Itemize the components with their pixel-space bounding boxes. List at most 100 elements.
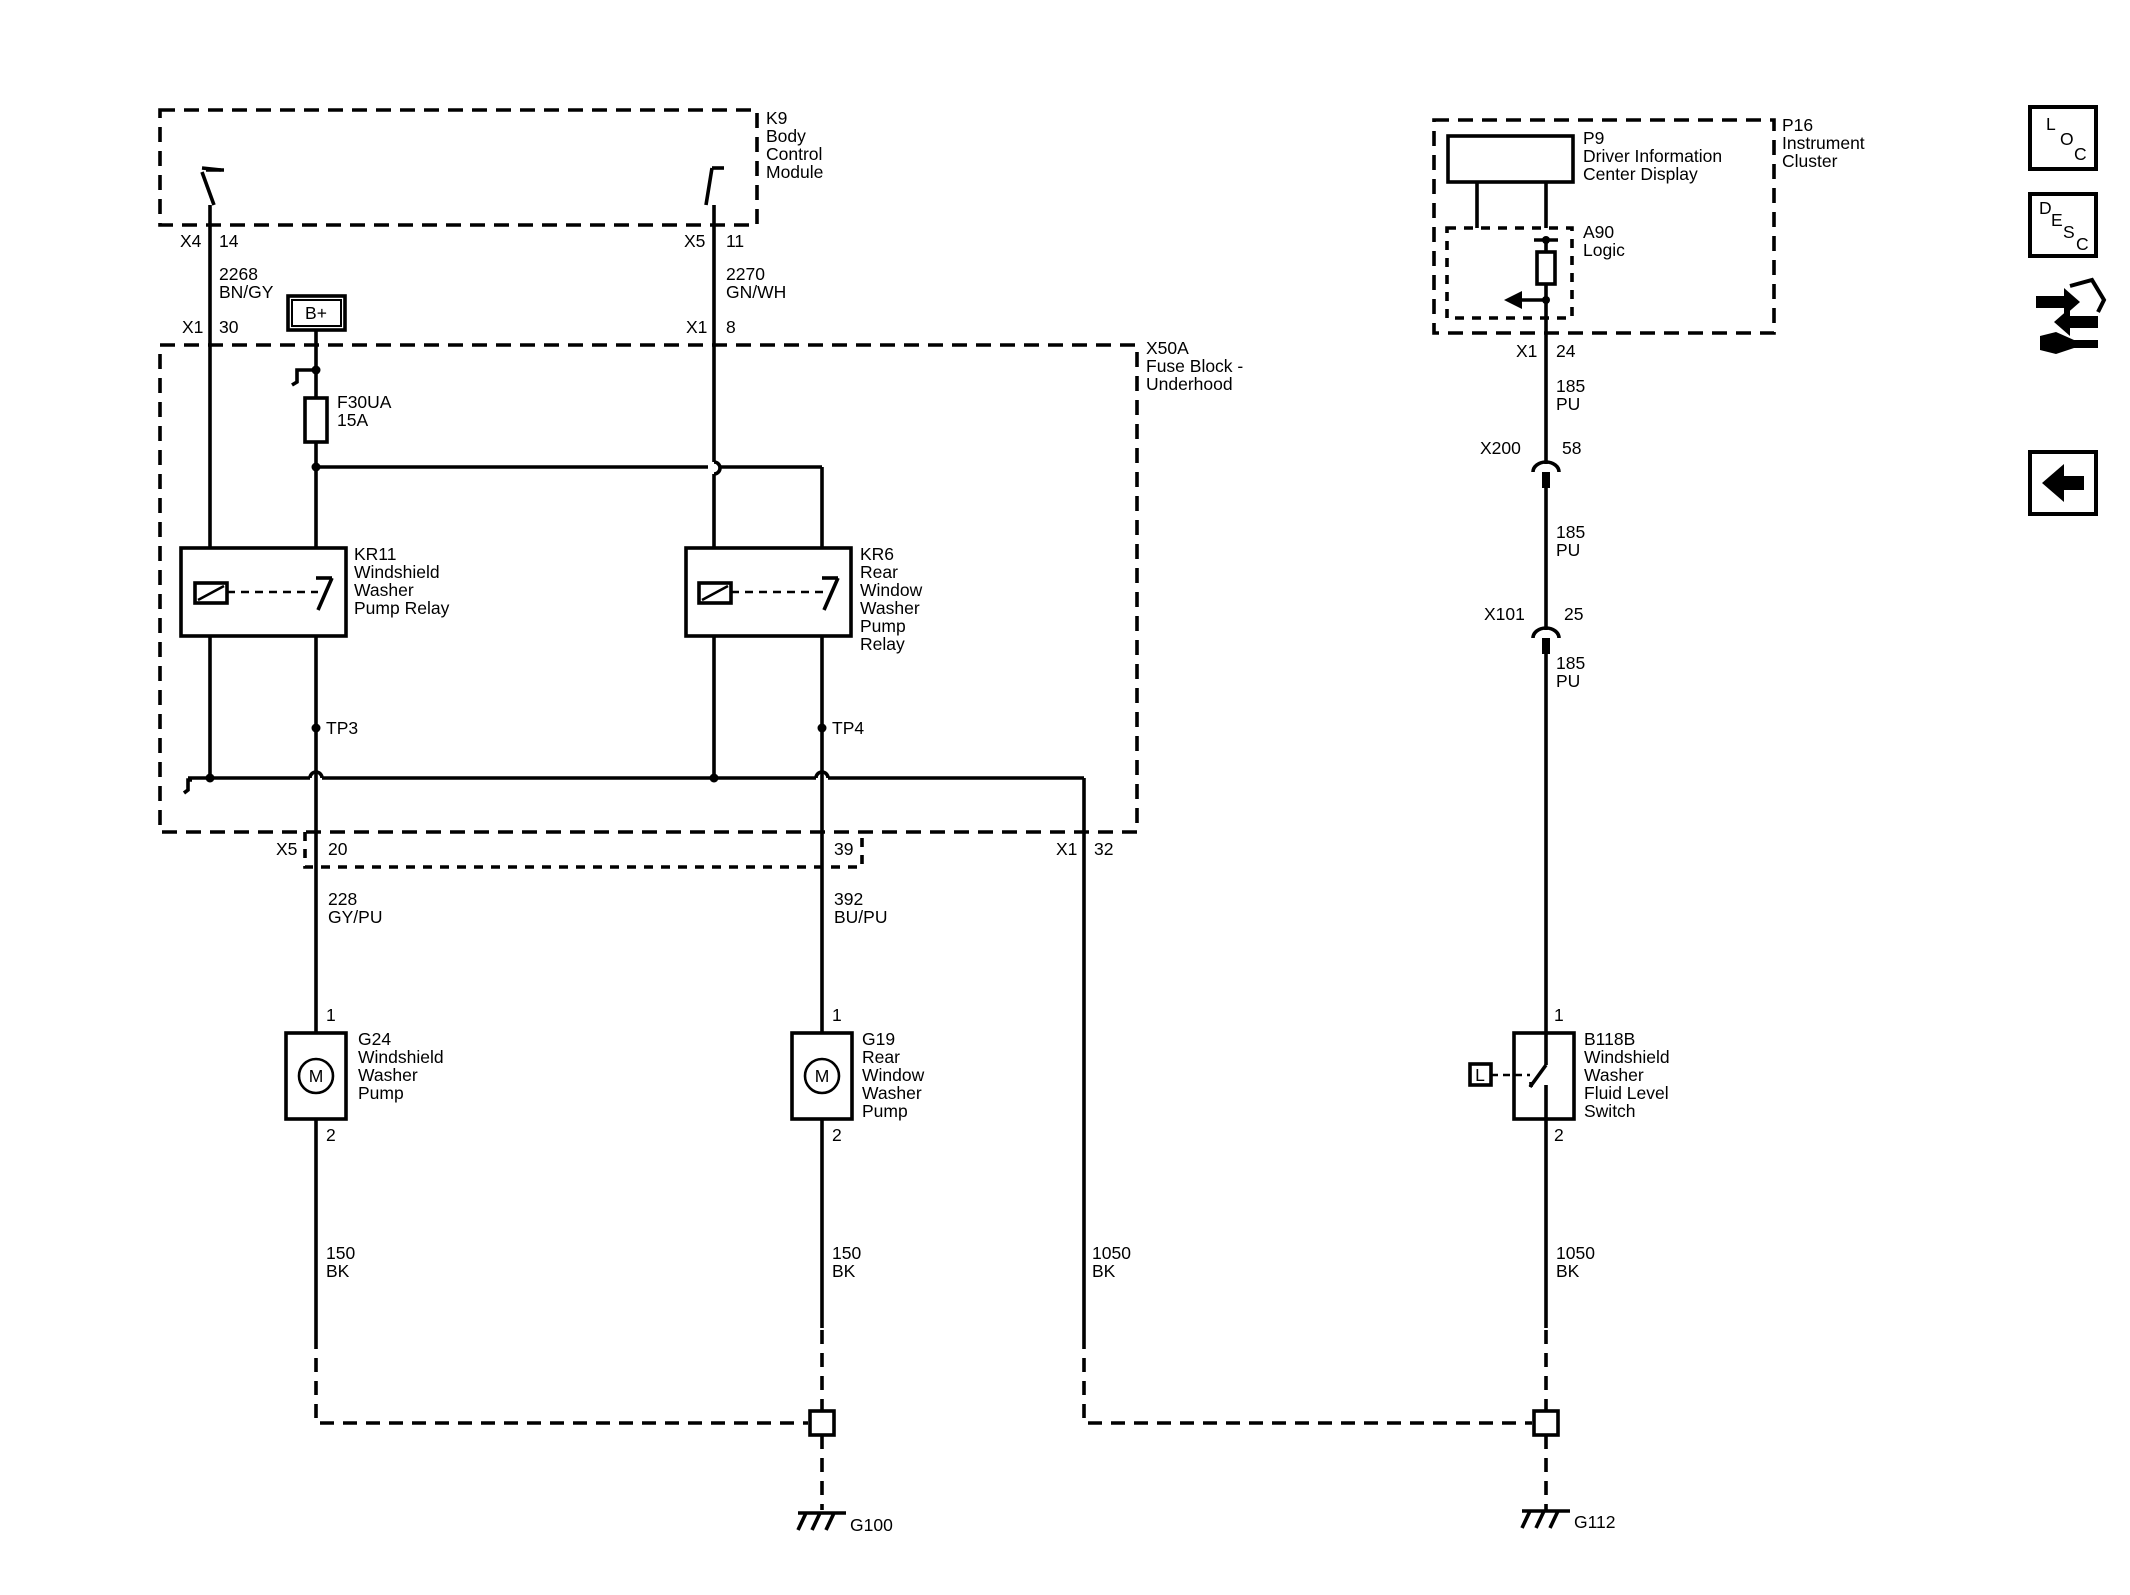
inline-connector-x101 <box>1531 626 1561 654</box>
g19-pin-1: 1 <box>832 1005 842 1025</box>
b118b-label-2: Washer <box>1584 1065 1644 1085</box>
ground-path-g100 <box>314 1335 808 1425</box>
g19-label-1: Rear <box>862 1047 900 1067</box>
k9-pin-11: 11 <box>726 231 744 251</box>
desc-letter-1: D <box>2039 198 2052 218</box>
wire-150a-circuit: 150 <box>326 1243 355 1263</box>
k9-label-1: Body <box>766 126 806 146</box>
ground-splice-g112 <box>1532 1409 1560 1437</box>
wire-185c-circuit: 185 <box>1556 653 1585 673</box>
back-arrow-icon <box>2042 464 2084 502</box>
g24-motor-symbol: M <box>309 1066 324 1086</box>
x5-conn-label: X5 <box>276 839 297 859</box>
tp4-label: TP4 <box>832 718 864 738</box>
p9-ref: P9 <box>1583 128 1604 148</box>
b118b-pin-1: 1 <box>1554 1005 1564 1025</box>
k9-body-control-module: K9 Body Control Module <box>158 108 823 227</box>
fuse-ref: F30UA <box>337 392 392 412</box>
back-button[interactable] <box>2028 450 2098 516</box>
x5-pin-20: 20 <box>328 839 348 859</box>
kr11-label-2: Washer <box>354 580 414 600</box>
k9-label-2: Control <box>766 144 822 164</box>
x200-pin-58: 58 <box>1562 438 1581 458</box>
desc-letter-4: C <box>2076 234 2089 254</box>
kr11-ref: KR11 <box>354 544 396 564</box>
fuse-f30ua <box>303 396 329 444</box>
x200-conn: X200 <box>1480 438 1521 458</box>
wire-1050b-circuit: 1050 <box>1556 1243 1595 1263</box>
g19-motor-symbol: M <box>815 1066 830 1086</box>
b118b-label-3: Fluid Level <box>1584 1083 1669 1103</box>
g24-label-1: Windshield <box>358 1047 444 1067</box>
location-button[interactable]: L O C <box>2028 105 2098 171</box>
p9-label-1: Driver Information <box>1583 146 1722 166</box>
b118b-float-symbol: L <box>1475 1065 1485 1085</box>
kr6-ref: KR6 <box>860 544 894 564</box>
g24-pin-2: 2 <box>326 1125 336 1145</box>
wire-150b-circuit: 150 <box>832 1243 861 1263</box>
g19-rear-window-washer-pump: M <box>790 1031 854 1121</box>
wire-2268-circuit: 2268 <box>219 264 258 284</box>
p16-label-2: Cluster <box>1782 151 1838 171</box>
k9-conn-x4: X4 <box>180 231 202 251</box>
ground-symbol-g112 <box>1520 1509 1570 1529</box>
kr11-label-1: Windshield <box>354 562 440 582</box>
kr6-label-5: Relay <box>860 634 905 654</box>
ground-splice-g100 <box>808 1409 836 1437</box>
g24-label-3: Pump <box>358 1083 404 1103</box>
x50a-fuse-block-underhood: X50A Fuse Block - Underhood <box>158 338 1243 834</box>
g24-windshield-washer-pump: M <box>284 1031 348 1121</box>
description-button[interactable]: D E S C <box>2028 192 2098 258</box>
a90-ref: A90 <box>1583 222 1614 242</box>
kr6-label-2: Window <box>860 580 923 600</box>
b118b-ref: B118B <box>1584 1029 1635 1049</box>
wire-1050a-color: BK <box>1092 1261 1116 1281</box>
battery-positive-terminal: B+ <box>286 294 347 332</box>
b118b-label-4: Switch <box>1584 1101 1636 1121</box>
k9-pin-14: 14 <box>219 231 239 251</box>
g19-label-4: Pump <box>862 1101 908 1121</box>
x50a-ref: X50A <box>1146 338 1189 358</box>
ground-symbol-g100 <box>796 1511 846 1531</box>
g24-pin-1: 1 <box>326 1005 336 1025</box>
wire-1050b-color: BK <box>1556 1261 1580 1281</box>
wire-228-circuit: 228 <box>328 889 357 909</box>
wire-228-color: GY/PU <box>328 907 382 927</box>
tp3-dot <box>311 723 321 733</box>
p16-label-1: Instrument <box>1782 133 1865 153</box>
a90-logic-circuit <box>1504 236 1558 309</box>
ground-path-g112 <box>1082 1335 1532 1425</box>
loc-letter-2: O <box>2060 129 2074 149</box>
kr11-windshield-washer-pump-relay <box>179 546 348 638</box>
k9-conn-x5: X5 <box>684 231 705 251</box>
fuse-rating: 15A <box>337 410 368 430</box>
x50a-label-1: Fuse Block - <box>1146 356 1243 376</box>
desc-letter-3: S <box>2063 222 2075 242</box>
kr6-label-4: Pump <box>860 616 906 636</box>
x5-pin-39: 39 <box>834 839 853 859</box>
wire-392-color: BU/PU <box>834 907 887 927</box>
wire-185a-circuit: 185 <box>1556 376 1585 396</box>
wire-185b-color: PU <box>1556 540 1580 560</box>
p9-label-2: Center Display <box>1583 164 1698 184</box>
wire-392-circuit: 392 <box>834 889 863 909</box>
wire-2268-color: BN/GY <box>219 282 274 302</box>
x50a-conn-x1-b: X1 <box>686 317 707 337</box>
p16-instrument-cluster <box>1432 118 1776 335</box>
wire-1050a-circuit: 1050 <box>1092 1243 1131 1263</box>
x101-conn: X101 <box>1484 604 1525 624</box>
x50a-conn-x1-a: X1 <box>182 317 203 337</box>
fuse-block-ground-bus <box>182 770 1086 1335</box>
k9-ref: K9 <box>766 108 787 128</box>
loc-letter-1: L <box>2046 114 2056 134</box>
connector-repair-icon[interactable] <box>2036 277 2107 354</box>
wire-185a-color: PU <box>1556 394 1580 414</box>
desc-letter-2: E <box>2051 210 2063 230</box>
wire-2270-hop <box>713 460 722 476</box>
wire-150a-color: BK <box>326 1261 350 1281</box>
g24-label-2: Washer <box>358 1065 418 1085</box>
kr6-label-1: Rear <box>860 562 898 582</box>
g19-label-2: Window <box>862 1065 925 1085</box>
k9-output-switch-14 <box>200 166 224 206</box>
x50a-pin-30: 30 <box>219 317 239 337</box>
